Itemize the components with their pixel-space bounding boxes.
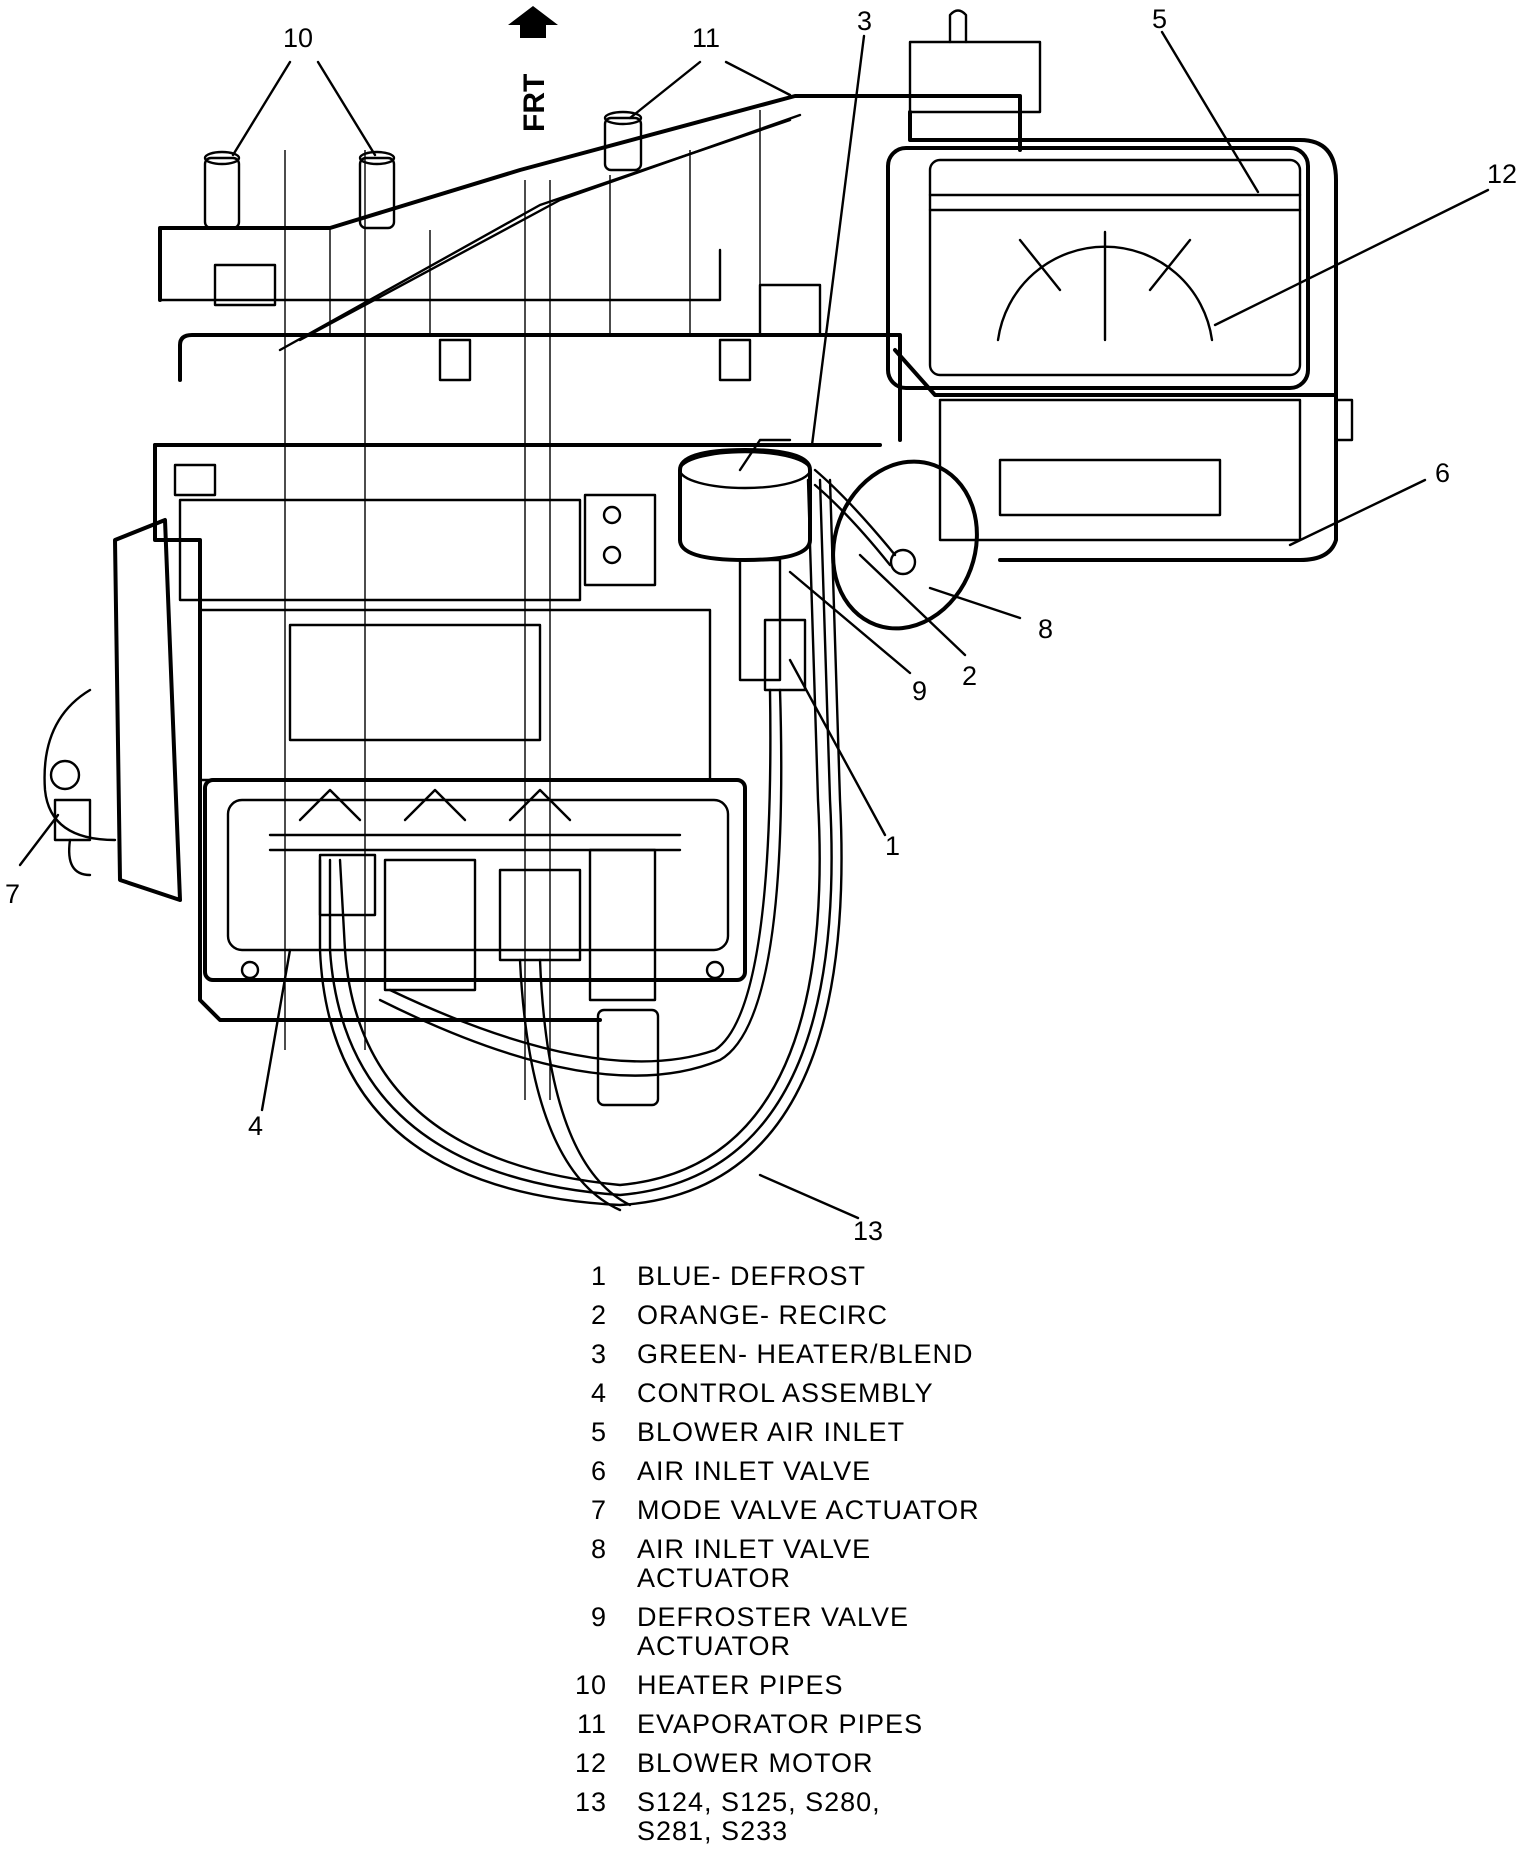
vacuum-hose-harness xyxy=(318,478,843,1212)
legend-item: 8 AIR INLET VALVE ACTUATOR xyxy=(555,1535,1255,1593)
upper-case xyxy=(158,94,1022,442)
legend-text: AIR INLET VALVE xyxy=(637,1456,872,1486)
legend-item: 6 AIR INLET VALVE xyxy=(555,1457,1255,1486)
callout-13: 13 xyxy=(853,1216,883,1246)
callout-2: 2 xyxy=(962,661,977,691)
legend-text: EVAPORATOR PIPES xyxy=(637,1709,924,1739)
legend-number: 13 xyxy=(574,1787,607,1817)
legend-text: BLOWER MOTOR xyxy=(637,1748,874,1778)
legend-text: S124, S125, S280, S281, S233 xyxy=(637,1787,881,1846)
callout-numbers: 1 2 3 4 5 6 7 8 9 10 11 12 13 xyxy=(5,4,1517,1246)
legend-number: 10 xyxy=(574,1670,607,1700)
front-orientation-marker: FRT xyxy=(508,6,558,132)
legend-number: 4 xyxy=(590,1378,607,1408)
callout-8: 8 xyxy=(1038,614,1053,644)
legend-number: 8 xyxy=(590,1534,607,1564)
actuators xyxy=(583,438,979,692)
callout-3: 3 xyxy=(857,6,872,36)
callout-5: 5 xyxy=(1152,4,1167,34)
legend-number: 5 xyxy=(590,1417,607,1447)
callout-11: 11 xyxy=(692,23,720,53)
legend-number: 12 xyxy=(574,1748,607,1778)
callout-7: 7 xyxy=(5,879,20,909)
leader-lines xyxy=(18,30,1490,1220)
hvac-module-diagram: FRT xyxy=(5,4,1517,1246)
legend-text: CONTROL ASSEMBLY xyxy=(637,1378,934,1408)
callout-9: 9 xyxy=(912,676,927,706)
parts-legend: 1 BLUE- DEFROST 2 ORANGE- RECIRC 3 GREEN- H… xyxy=(555,1262,1255,1856)
mode-valve-actuator xyxy=(43,518,182,902)
legend-item: 7 MODE VALVE ACTUATOR xyxy=(555,1496,1255,1525)
callout-1: 1 xyxy=(885,831,900,861)
legend-number: 11 xyxy=(576,1709,607,1739)
legend-item: 9 DEFROSTER VALVE ACTUATOR xyxy=(555,1603,1255,1661)
legend-item: 1 BLUE- DEFROST xyxy=(555,1262,1255,1291)
legend-number: 9 xyxy=(590,1602,607,1632)
callout-10: 10 xyxy=(283,23,313,53)
up-arrow-icon xyxy=(508,6,558,38)
legend-number: 7 xyxy=(590,1495,607,1525)
blower-housing xyxy=(886,9,1354,562)
legend-text: GREEN- HEATER/BLEND xyxy=(637,1339,974,1369)
legend-item: 11 EVAPORATOR PIPES xyxy=(555,1710,1255,1739)
legend-number: 3 xyxy=(590,1339,607,1369)
legend-number: 1 xyxy=(590,1261,607,1291)
legend-number: 6 xyxy=(590,1456,607,1486)
legend-item: 4 CONTROL ASSEMBLY xyxy=(555,1379,1255,1408)
legend-text: MODE VALVE ACTUATOR xyxy=(637,1495,980,1525)
evaporator-pipes xyxy=(603,110,643,172)
legend-text: DEFROSTER VALVE ACTUATOR xyxy=(637,1602,910,1661)
legend-text: BLOWER AIR INLET xyxy=(637,1417,906,1447)
legend-item: 3 GREEN- HEATER/BLEND xyxy=(555,1340,1255,1369)
callout-6: 6 xyxy=(1435,458,1450,488)
mid-case xyxy=(153,150,882,1100)
control-assembly xyxy=(203,778,747,1002)
legend-text: ORANGE- RECIRC xyxy=(637,1300,889,1330)
frt-label: FRT xyxy=(518,74,551,132)
legend-text: AIR INLET VALVE ACTUATOR xyxy=(637,1534,872,1593)
legend-number: 2 xyxy=(590,1300,607,1330)
legend-item: 2 ORANGE- RECIRC xyxy=(555,1301,1255,1330)
callout-4: 4 xyxy=(248,1111,263,1141)
legend-item: 10 HEATER PIPES xyxy=(555,1671,1255,1700)
legend-text: BLUE- DEFROST xyxy=(637,1261,867,1291)
legend-text: HEATER PIPES xyxy=(637,1670,844,1700)
legend-item: 13 S124, S125, S280, S281, S233 xyxy=(555,1788,1255,1846)
callout-12: 12 xyxy=(1487,159,1517,189)
legend-item: 12 BLOWER MOTOR xyxy=(555,1749,1255,1778)
legend-item: 5 BLOWER AIR INLET xyxy=(555,1418,1255,1447)
